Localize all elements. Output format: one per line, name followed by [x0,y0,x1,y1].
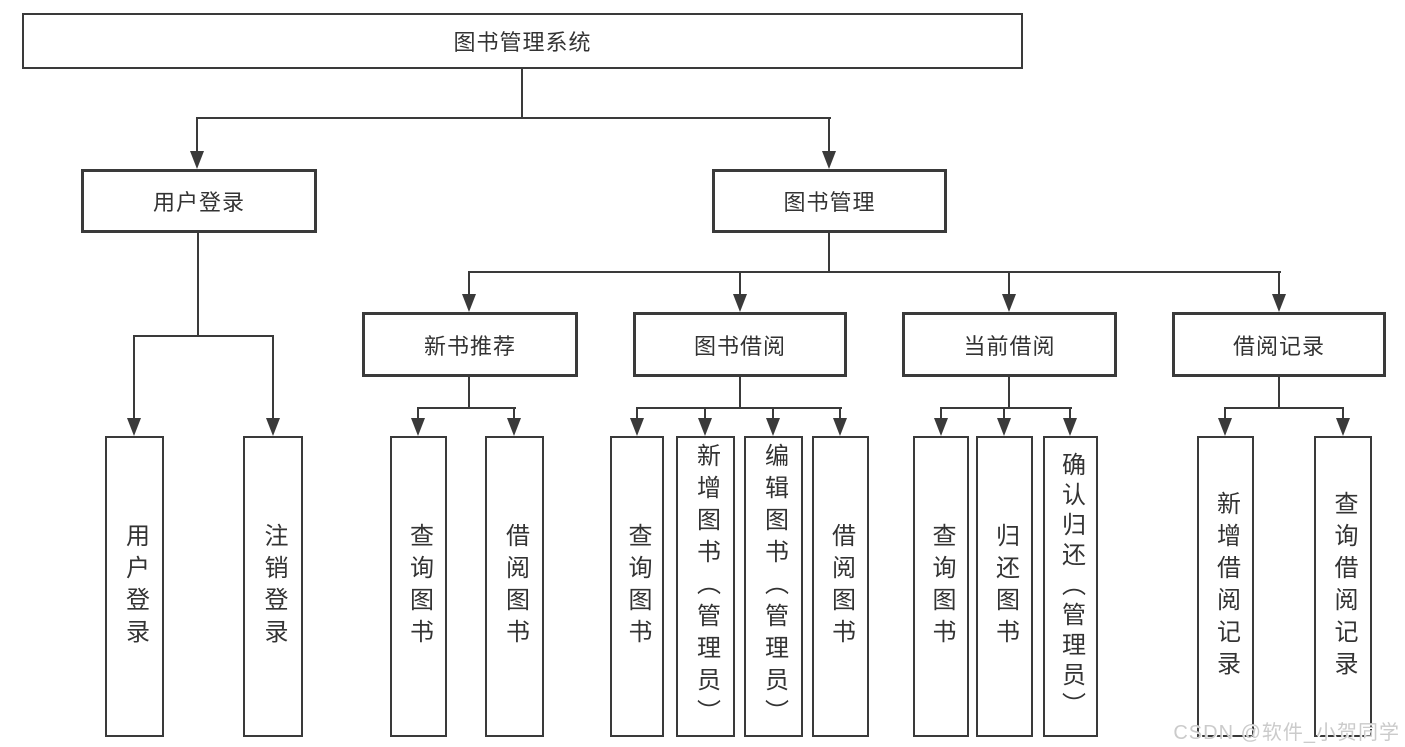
connector-vline [197,233,199,336]
arrowhead-down-icon [1002,294,1016,312]
connector-hline [133,335,274,337]
arrowhead-down-icon [462,294,476,312]
leaf-label: 确认归还（管理员） [1057,451,1085,722]
connector-vline [1278,271,1280,296]
node-book-management: 图书管理 [712,169,947,233]
node-user-login: 用户登录 [81,169,317,233]
leaf-add-borrow-record: 新增借阅记录 [1197,436,1254,737]
connector-vline [196,117,198,152]
connector-hline [636,407,842,409]
leaf-label: 归还图书 [991,522,1019,651]
arrowhead-down-icon [630,418,644,436]
connector-vline [739,271,741,296]
arrowhead-down-icon [733,294,747,312]
connector-vline [828,233,830,273]
leaf-borrow-books-recommend: 借阅图书 [485,436,544,737]
leaf-user-login: 用户登录 [105,436,164,737]
node-new-book-recommendation: 新书推荐 [362,312,578,377]
leaf-query-books-recommend: 查询图书 [390,436,447,737]
leaf-label: 注销登录 [260,522,287,651]
connector-vline [468,377,470,408]
connector-vline [1342,407,1344,419]
connector-vline [1224,407,1226,419]
connector-vline [1003,407,1005,419]
leaf-logout-login: 注销登录 [243,436,303,737]
arrowhead-down-icon [1063,418,1077,436]
connector-vline [468,271,470,296]
leaf-label: 借阅图书 [827,522,855,651]
node-label: 新书推荐 [423,333,516,359]
leaf-label: 编辑图书（管理员） [760,442,788,731]
connector-vline [417,407,419,419]
connector-vline [1069,407,1071,419]
connector-vline [839,407,841,419]
leaf-label: 用户登录 [121,522,149,651]
leaf-query-borrow-record: 查询借阅记录 [1314,436,1372,737]
connector-vline [521,68,523,118]
arrowhead-down-icon [190,151,204,169]
connector-hline [940,407,1072,409]
connector-vline [739,377,741,408]
arrowhead-down-icon [698,418,712,436]
arrowhead-down-icon [507,418,521,436]
leaf-query-books-borrow: 查询图书 [610,436,664,737]
node-label: 当前借阅 [963,333,1056,359]
leaf-label: 查询图书 [405,522,433,651]
leaf-label: 查询借阅记录 [1330,490,1357,683]
arrowhead-down-icon [833,418,847,436]
connector-vline [772,407,774,419]
connector-hline [196,117,831,119]
leaf-label: 查询图书 [624,522,651,651]
node-current-borrowing: 当前借阅 [902,312,1117,377]
connector-vline [1008,377,1010,408]
node-library-management-system: 图书管理系统 [22,13,1023,69]
connector-vline [1008,271,1010,296]
node-label: 图书借阅 [693,333,786,359]
leaf-label: 查询图书 [928,522,955,651]
leaf-label: 借阅图书 [501,522,529,651]
arrowhead-down-icon [266,418,280,436]
connector-vline [940,407,942,419]
leaf-return-books: 归还图书 [976,436,1033,737]
connector-vline [636,407,638,419]
arrowhead-down-icon [822,151,836,169]
node-book-borrowing: 图书借阅 [633,312,847,377]
node-label: 用户登录 [152,190,245,215]
leaf-label: 新增借阅记录 [1212,490,1240,683]
arrowhead-down-icon [411,418,425,436]
leaf-borrow-books: 借阅图书 [812,436,869,737]
connector-vline [272,335,274,419]
connector-vline [704,407,706,419]
node-label: 图书管理系统 [453,30,592,55]
connector-hline [417,407,516,409]
node-borrowing-records: 借阅记录 [1172,312,1386,377]
connector-vline [828,117,830,152]
arrowhead-down-icon [127,418,141,436]
connector-hline [1224,407,1344,409]
connector-vline [513,407,515,419]
connector-vline [133,335,135,419]
leaf-confirm-return-admin: 确认归还（管理员） [1043,436,1098,737]
leaf-add-books-admin: 新增图书（管理员） [676,436,735,737]
connector-hline [468,271,1281,273]
arrowhead-down-icon [1336,418,1350,436]
node-label: 图书管理 [783,190,876,215]
watermark: CSDN @软件_小贺同学 [1173,722,1400,744]
arrowhead-down-icon [934,418,948,436]
arrowhead-down-icon [766,418,780,436]
node-label: 借阅记录 [1232,333,1325,359]
connector-vline [1278,377,1280,408]
arrowhead-down-icon [1272,294,1286,312]
leaf-edit-books-admin: 编辑图书（管理员） [744,436,803,737]
leaf-label: 新增图书（管理员） [692,442,720,731]
leaf-query-books-current: 查询图书 [913,436,969,737]
arrowhead-down-icon [1218,418,1232,436]
arrowhead-down-icon [997,418,1011,436]
